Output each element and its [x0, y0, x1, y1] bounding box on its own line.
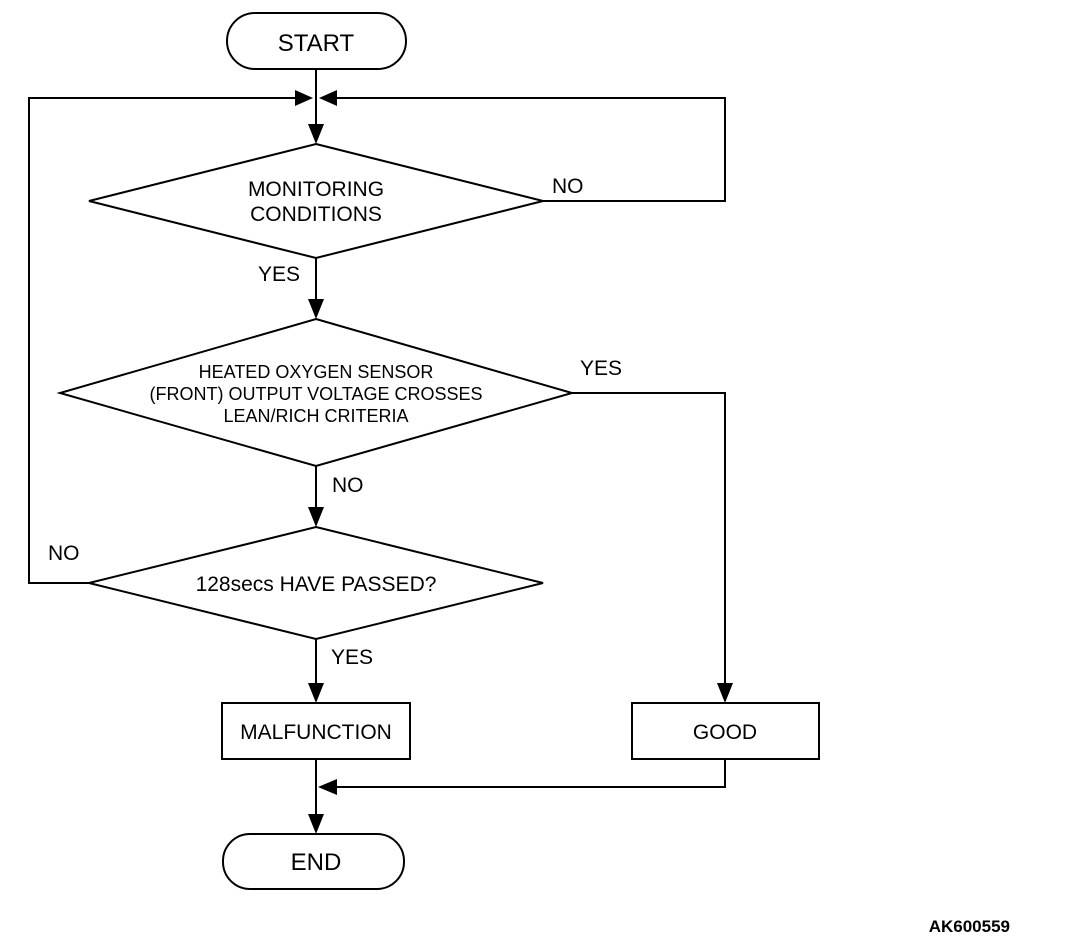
- connector-timer-no-loop: [28, 97, 295, 584]
- connector-monitoring-no-loop: [337, 97, 726, 202]
- arrow-into-timer: [308, 507, 324, 527]
- arrow-into-good: [717, 683, 733, 703]
- malfunction-box: [221, 702, 411, 760]
- arrow-into-monitoring: [308, 124, 324, 144]
- connector-sensor-yes: [572, 392, 726, 684]
- malfunction-label: MALFUNCTION: [240, 721, 392, 744]
- good-box: [631, 702, 820, 760]
- arrow-good-merge: [318, 779, 337, 795]
- start-label: START: [278, 30, 355, 57]
- sensor-yes-label: YES: [580, 357, 622, 380]
- timer-yes-label: YES: [331, 646, 373, 669]
- figure-code: AK600559: [929, 917, 1010, 936]
- timer-no-label: NO: [48, 542, 80, 565]
- arrow-into-end: [308, 814, 324, 834]
- merge-arrow-right: [319, 90, 337, 106]
- end-label: END: [291, 849, 342, 876]
- connector-good-to-end: [336, 759, 726, 788]
- sensor-line2: (FRONT) OUTPUT VOLTAGE CROSSES: [149, 384, 482, 404]
- monitoring-line1: MONITORING: [248, 178, 384, 201]
- sensor-no-label: NO: [332, 474, 364, 497]
- monitoring-yes-label: YES: [258, 263, 300, 286]
- arrow-into-malfunction: [308, 683, 324, 703]
- monitoring-line2: CONDITIONS: [250, 203, 382, 226]
- decision-monitoring-conditions: [88, 142, 544, 260]
- arrow-into-sensor: [308, 299, 324, 319]
- monitoring-no-label: NO: [552, 175, 584, 198]
- good-label: GOOD: [693, 721, 757, 744]
- merge-arrow-left: [295, 90, 313, 106]
- timer-label: 128secs HAVE PASSED?: [196, 573, 437, 596]
- sensor-line3: LEAN/RICH CRITERIA: [223, 406, 408, 426]
- end-terminal: [222, 833, 405, 890]
- sensor-line1: HEATED OXYGEN SENSOR: [199, 362, 434, 382]
